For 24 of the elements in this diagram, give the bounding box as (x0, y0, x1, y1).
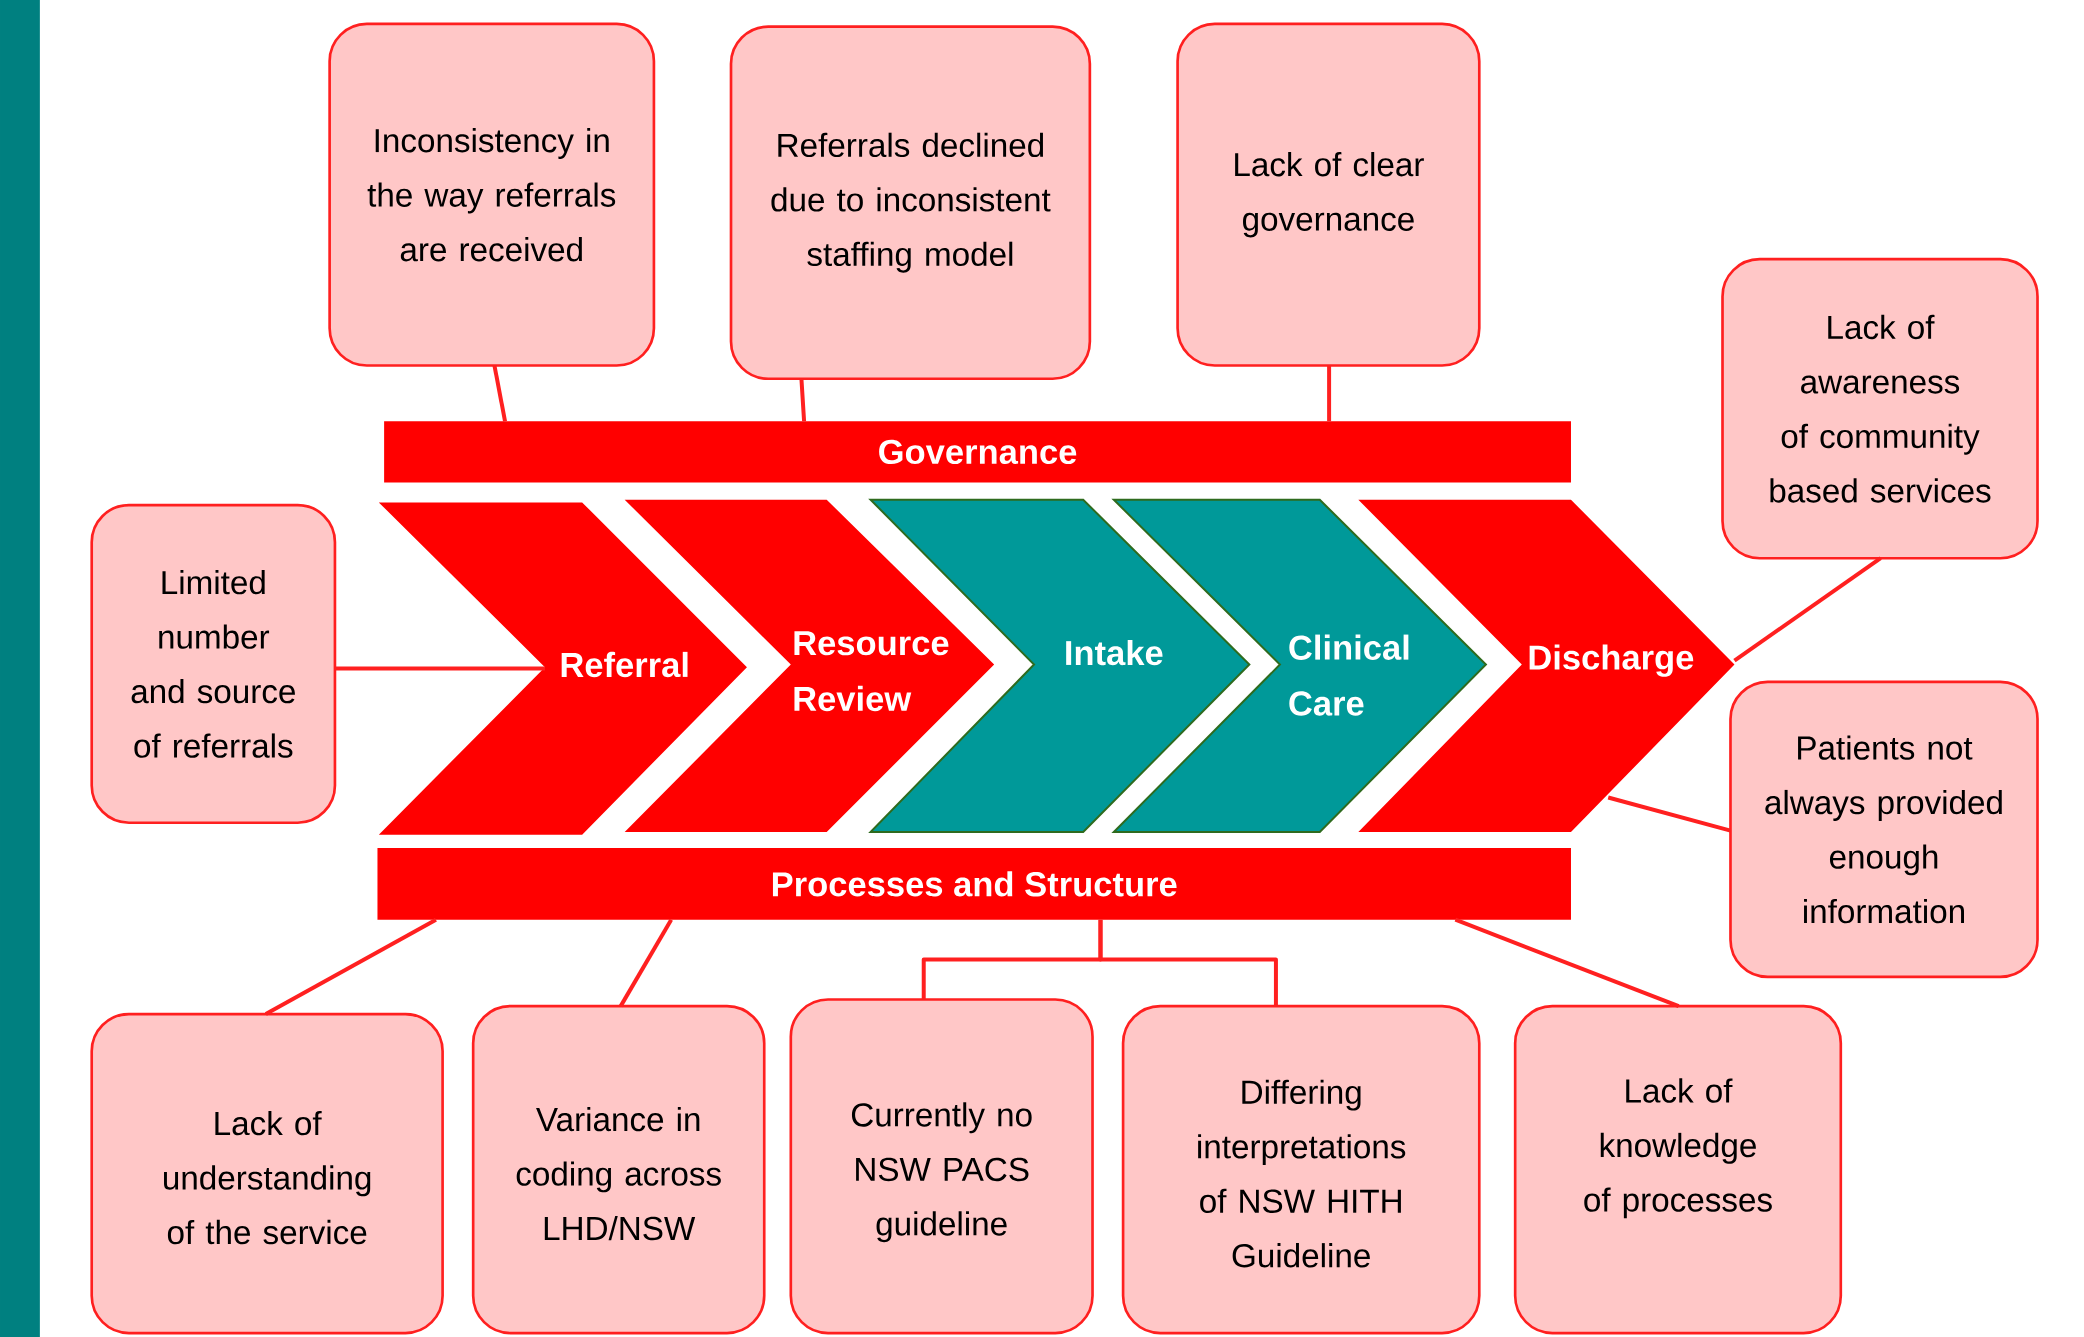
callout-box: Lack of clear governance (1176, 22, 1481, 367)
callout-box: Referrals declined due to inconsistent staffing model (729, 25, 1092, 381)
connector-line (334, 666, 545, 671)
connector-line (1098, 919, 1278, 1007)
connector-line (799, 378, 807, 422)
callout-box: Lack of awareness of community based services (1721, 257, 2039, 560)
callout-box: Lack of knowledge of processes (1513, 1004, 1843, 1335)
callout-box: Inconsistency in the way referrals are received (328, 22, 656, 367)
category-bar: Governance (384, 421, 1571, 483)
connector-line (1607, 795, 1731, 833)
connector-line (618, 918, 673, 1008)
callout-box: Currently no NSW PACS guideline (789, 998, 1094, 1335)
callout-box: Patients not always provided enough information (1729, 680, 2039, 979)
process-step: Referral (378, 502, 747, 835)
callout-box: Limited number and source of referrals (90, 503, 337, 825)
callout-box: Variance in coding across LHD/NSW (471, 1004, 766, 1335)
connector-line (492, 365, 507, 422)
connector-line (264, 917, 437, 1016)
connector-line (1454, 917, 1680, 1008)
connector-line (1327, 365, 1332, 422)
connector-line (1733, 556, 1882, 663)
callout-box: Lack of understanding of the service (90, 1012, 444, 1335)
category-bar: Processes and Structure (377, 847, 1571, 920)
callout-box: Differing interpretations of NSW HITH Guideline (1121, 1004, 1481, 1335)
